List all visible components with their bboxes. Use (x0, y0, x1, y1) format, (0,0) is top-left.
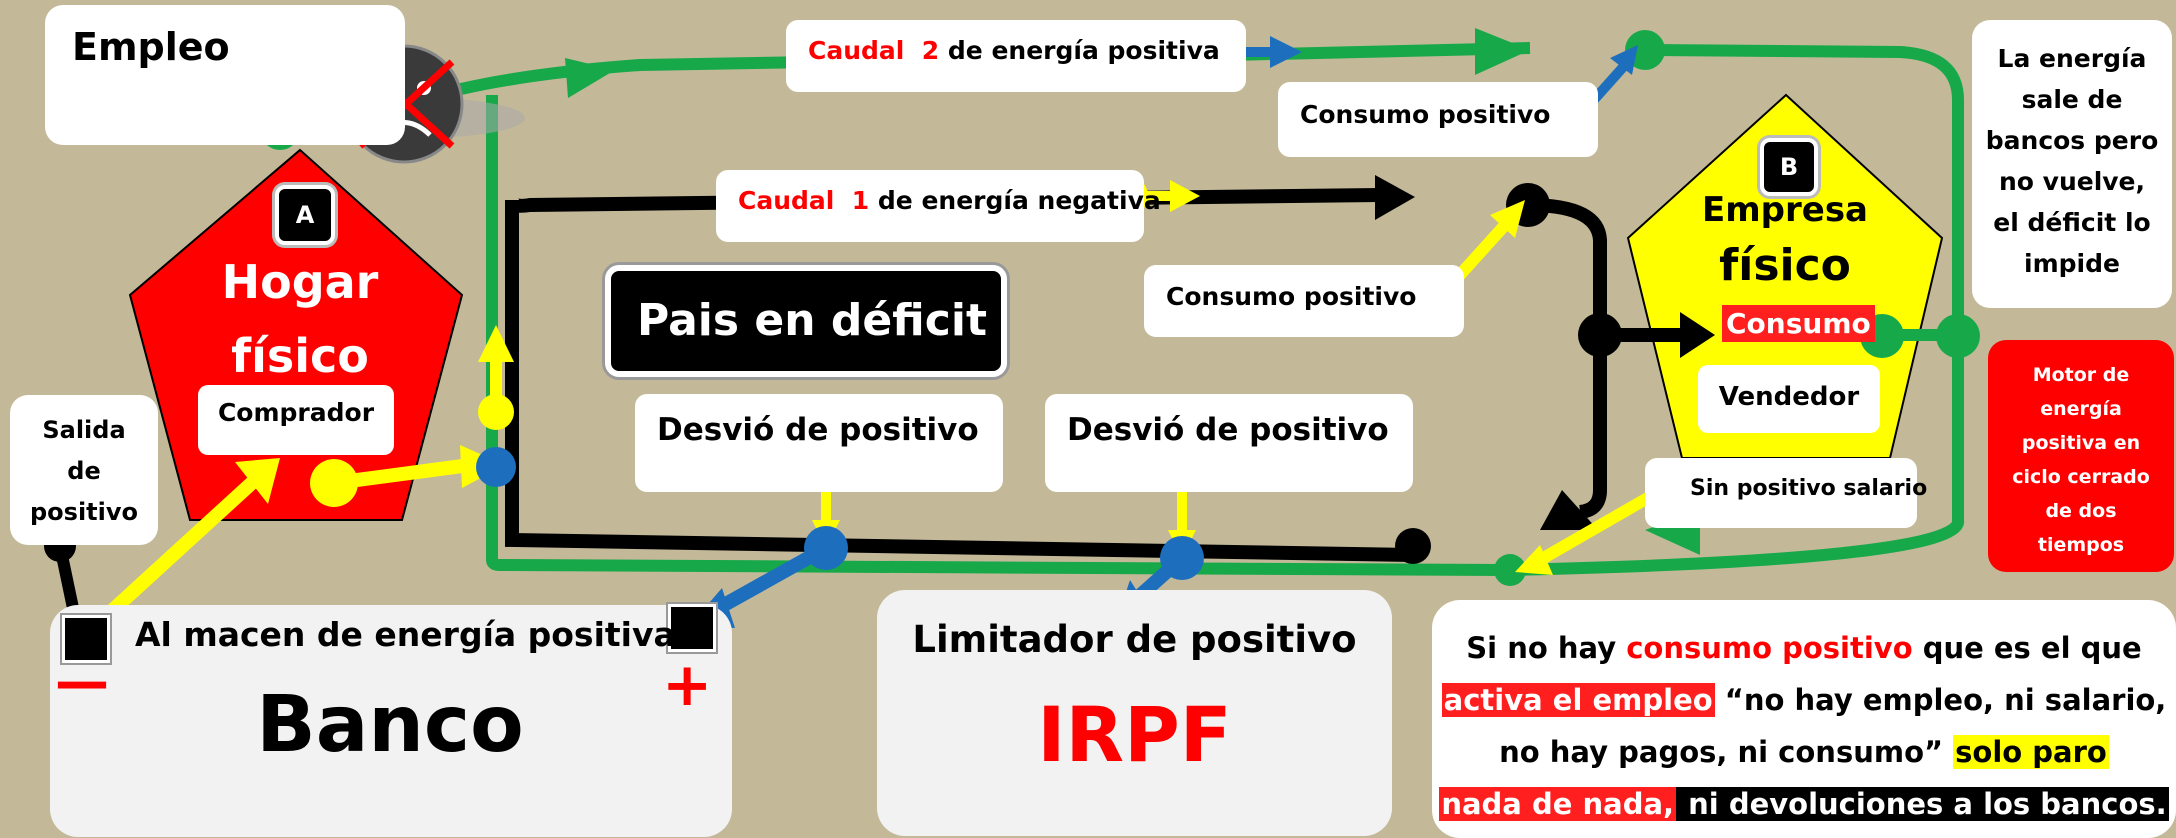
bottom-note-text: Si no hay consumo positivo que es el que… (1432, 622, 2176, 830)
motor-line3: positiva en (2021, 432, 2141, 454)
caudal1-box (716, 170, 1144, 242)
pais-deficit-box: Pais en déficit (605, 265, 1007, 377)
hogar-badge: A (275, 185, 335, 245)
limitador-title: IRPF (1037, 690, 1232, 779)
desvio-right-label: Desvió de positivo (1067, 412, 1389, 448)
sin-positivo-box (1645, 458, 1917, 528)
comprador-label: Comprador (217, 398, 375, 427)
bottom-note-p8: nada de nada, (1439, 787, 1677, 821)
black-arrowhead-down (1540, 490, 1598, 530)
limitador-header: Limitador de positivo (912, 618, 1357, 661)
bottom-note-p2: consumo positivo (1626, 631, 1913, 665)
caudal2-word: Caudal (808, 36, 905, 65)
note-right-line3: bancos pero (1985, 126, 2159, 155)
bottom-note-p6: no hay pagos, ni consumo” (1499, 735, 1954, 769)
banco-minus-socket (62, 615, 110, 663)
desvio-right-box (1045, 394, 1413, 492)
hogar-title-line1: Hogar (221, 255, 379, 309)
motor-line5: de dos (2045, 500, 2117, 522)
bottom-note-p3: que es el que (1912, 631, 2142, 665)
black-flow-loop (505, 188, 1416, 562)
desvio-left-box (635, 394, 1003, 492)
caudal1-word: Caudal (738, 186, 835, 215)
motor-line6: tiempos (2037, 534, 2125, 556)
motor-line1: Motor de (2032, 364, 2130, 386)
note-right-box (1972, 20, 2172, 308)
green-arrowhead-2 (1475, 28, 1530, 75)
green-arrowhead-1 (565, 58, 615, 98)
caudal1-label: Caudal 1 de energía negativa (738, 186, 1161, 215)
banco-minus-label: — (55, 650, 109, 713)
empresa-consumo-label: Consumo (1722, 305, 1875, 342)
motor-line4: ciclo cerrado (2012, 466, 2150, 488)
vendedor-box (1698, 365, 1880, 433)
note-right-line2: sale de (2021, 85, 2123, 114)
salida-line2: de (67, 457, 101, 485)
banco-header: Al macen de energía positiva (135, 615, 676, 654)
empresa-title-line2: físico (1719, 240, 1851, 291)
salida-line1: Salida (42, 416, 126, 444)
caudal1-number: 1 (851, 186, 870, 215)
vendedor-label: Vendedor (1718, 382, 1860, 412)
empresa-badge: B (1760, 138, 1818, 196)
sin-positivo-label: Sin positivo salario (1690, 476, 1928, 501)
bottom-note-p4: activa el empleo (1441, 683, 1715, 717)
bottom-note-p1: Si no hay (1466, 631, 1627, 665)
pais-deficit-label: Pais en déficit (637, 295, 987, 346)
black-node-mid (1578, 313, 1622, 357)
salida-box (10, 395, 158, 545)
consumo-positivo-mid-label: Consumo positivo (1166, 282, 1417, 311)
empleo-box (45, 5, 405, 145)
green-node-right (1936, 314, 1980, 358)
consumo-positivo-top-box (1278, 82, 1598, 157)
green-flow-loop (486, 44, 1964, 577)
banco-box (50, 605, 732, 837)
motor-box (1988, 340, 2174, 572)
empleo-label: Empleo (72, 25, 230, 69)
note-right-line1: La energía (1997, 44, 2147, 73)
bottom-note-p9: ni devoluciones a los bancos. (1676, 787, 2169, 821)
caudal2-number: 2 (921, 36, 940, 65)
hogar-title: Hogar físico (200, 245, 400, 393)
black-arrowhead-empresa (1680, 312, 1715, 358)
caudal2-text: de energía positiva (947, 36, 1220, 65)
green-node-bottom (1494, 554, 1526, 586)
note-right-line5: el déficit lo (1993, 208, 2151, 237)
salida-line3: positivo (29, 498, 138, 526)
note-right-line4: no vuelve, (1998, 167, 2146, 196)
note-right-text: La energía sale de bancos pero no vuelve… (1972, 38, 2172, 284)
bottom-note-p7: solo paro (1953, 735, 2109, 769)
salida-label: Salida de positivo (10, 410, 158, 533)
comprador-box (198, 385, 394, 455)
blue-node-green-junction (476, 447, 516, 487)
caudal1-text: de energía negativa (877, 186, 1161, 215)
motor-line2: energía (2040, 398, 2122, 420)
caudal2-label: Caudal 2 de energía positiva (808, 36, 1220, 65)
empresa-title-line1: Empresa (1702, 190, 1868, 230)
hogar-title-line2: físico (231, 329, 369, 383)
bottom-note-p5: “no hay empleo, ni salario, (1714, 683, 2167, 717)
consumo-positivo-mid-box (1144, 265, 1464, 337)
black-node-end (1395, 528, 1431, 564)
motor-text: Motor de energía positiva en ciclo cerra… (1988, 358, 2174, 562)
banco-title: Banco (256, 680, 524, 770)
banco-plus-label: + (662, 650, 713, 720)
banco-plus-socket (668, 604, 716, 652)
desvio-left-label: Desvió de positivo (657, 412, 979, 448)
caudal2-box (786, 20, 1246, 92)
consumo-positivo-top-label: Consumo positivo (1300, 100, 1551, 129)
black-arrowhead-top (1375, 175, 1415, 220)
note-right-line6: impide (2024, 249, 2120, 278)
limitador-box (877, 590, 1392, 836)
